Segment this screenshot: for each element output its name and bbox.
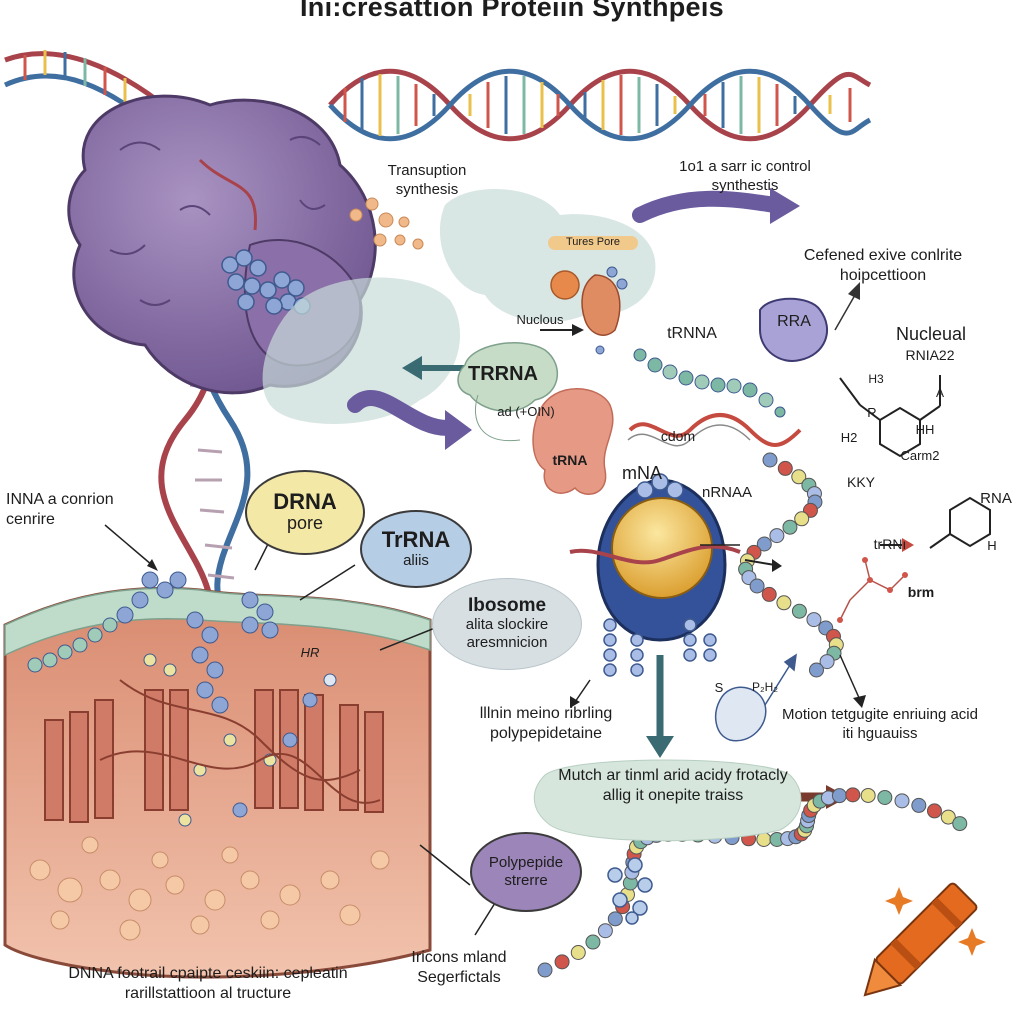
chem-a: A [935, 386, 944, 400]
chem-s: S [714, 680, 724, 695]
label-match: Mutch ar tinml arid acidy frotacly allig… [558, 767, 788, 804]
polypeptide-title: Polypepide strerre [488, 854, 564, 889]
label-rna-right: RNA [980, 490, 1012, 507]
label-inna: INNA a conrion cenrire [6, 491, 114, 528]
crayon-icon [863, 882, 978, 997]
drna-pore-bubble: DRNA pore [245, 470, 365, 555]
label-hr: HR [300, 645, 320, 660]
label-nrnaa: nRNAA [701, 484, 753, 501]
drna-sub: pore [286, 513, 324, 534]
chem-hh: HH [915, 422, 935, 437]
chem-carm: Carm2 [900, 448, 940, 463]
label-brm: brm [907, 584, 935, 600]
ribosome-icon [569, 473, 741, 677]
ibosome-title: Ibosome [467, 595, 547, 617]
label-transcription: Transuption synthesis [387, 162, 467, 198]
polypeptide-bubble: Polypepide strerre [470, 832, 582, 912]
label-cdom: cdom [660, 428, 696, 444]
label-irnicons: Iricons mland Segerfictals [411, 949, 507, 986]
trrna-sub: aliis [403, 551, 429, 569]
label-lllin: lllnin meino ribrling polypepidetaine [479, 705, 613, 742]
trrna-title: TrRNA [381, 527, 451, 553]
chem-r: R [867, 405, 877, 420]
label-trna-top: tRNNA [667, 325, 717, 342]
label-trnna-bubble: TRRNA [468, 363, 538, 385]
sparkle-icon [885, 887, 986, 956]
label-nucleus: Nuclous [516, 312, 564, 327]
label-rna-a22: RNIA22 [905, 347, 955, 363]
label-mna: mNA [622, 463, 662, 483]
label-ad: ad (+OIN) [497, 404, 555, 419]
chem-ph2: P₂H₂ [752, 680, 778, 694]
label-kky: KKY [846, 474, 875, 490]
label-pore-small: Tures Pore [548, 236, 638, 250]
label-trrn-right: trRNı [873, 536, 907, 552]
dna-helix-icon [328, 68, 872, 142]
ibosome-sub: alita slockire aresmnicion [465, 615, 549, 651]
ibosome-bubble: Ibosome alita slockire aresmnicion [432, 578, 582, 670]
label-control: 1o1 a sarr ic control synthestis [679, 158, 811, 194]
trrna-bubble: TrRNA aliis [360, 510, 472, 588]
page-title: Ini:cresattion Proteiin Synthpeis [300, 0, 724, 22]
drna-title: DRNA [273, 489, 337, 515]
label-rra: RRA [777, 313, 811, 330]
chem-h: H [987, 538, 997, 553]
label-cefened: Cefened exive conlrite hoipcettioon [803, 247, 963, 284]
label-motion: Motion tetgugite enriuing acid iti hguau… [782, 706, 978, 742]
chem-h2: H2 [840, 430, 858, 445]
chem-h3: H3 [868, 372, 884, 386]
label-dnna-bottom: DNNA footrail cpaipte ceskiin: cepleatin… [68, 965, 348, 1002]
label-nucleual: Nucleual [895, 324, 967, 344]
label-trna-mid: tRNA [552, 452, 588, 468]
